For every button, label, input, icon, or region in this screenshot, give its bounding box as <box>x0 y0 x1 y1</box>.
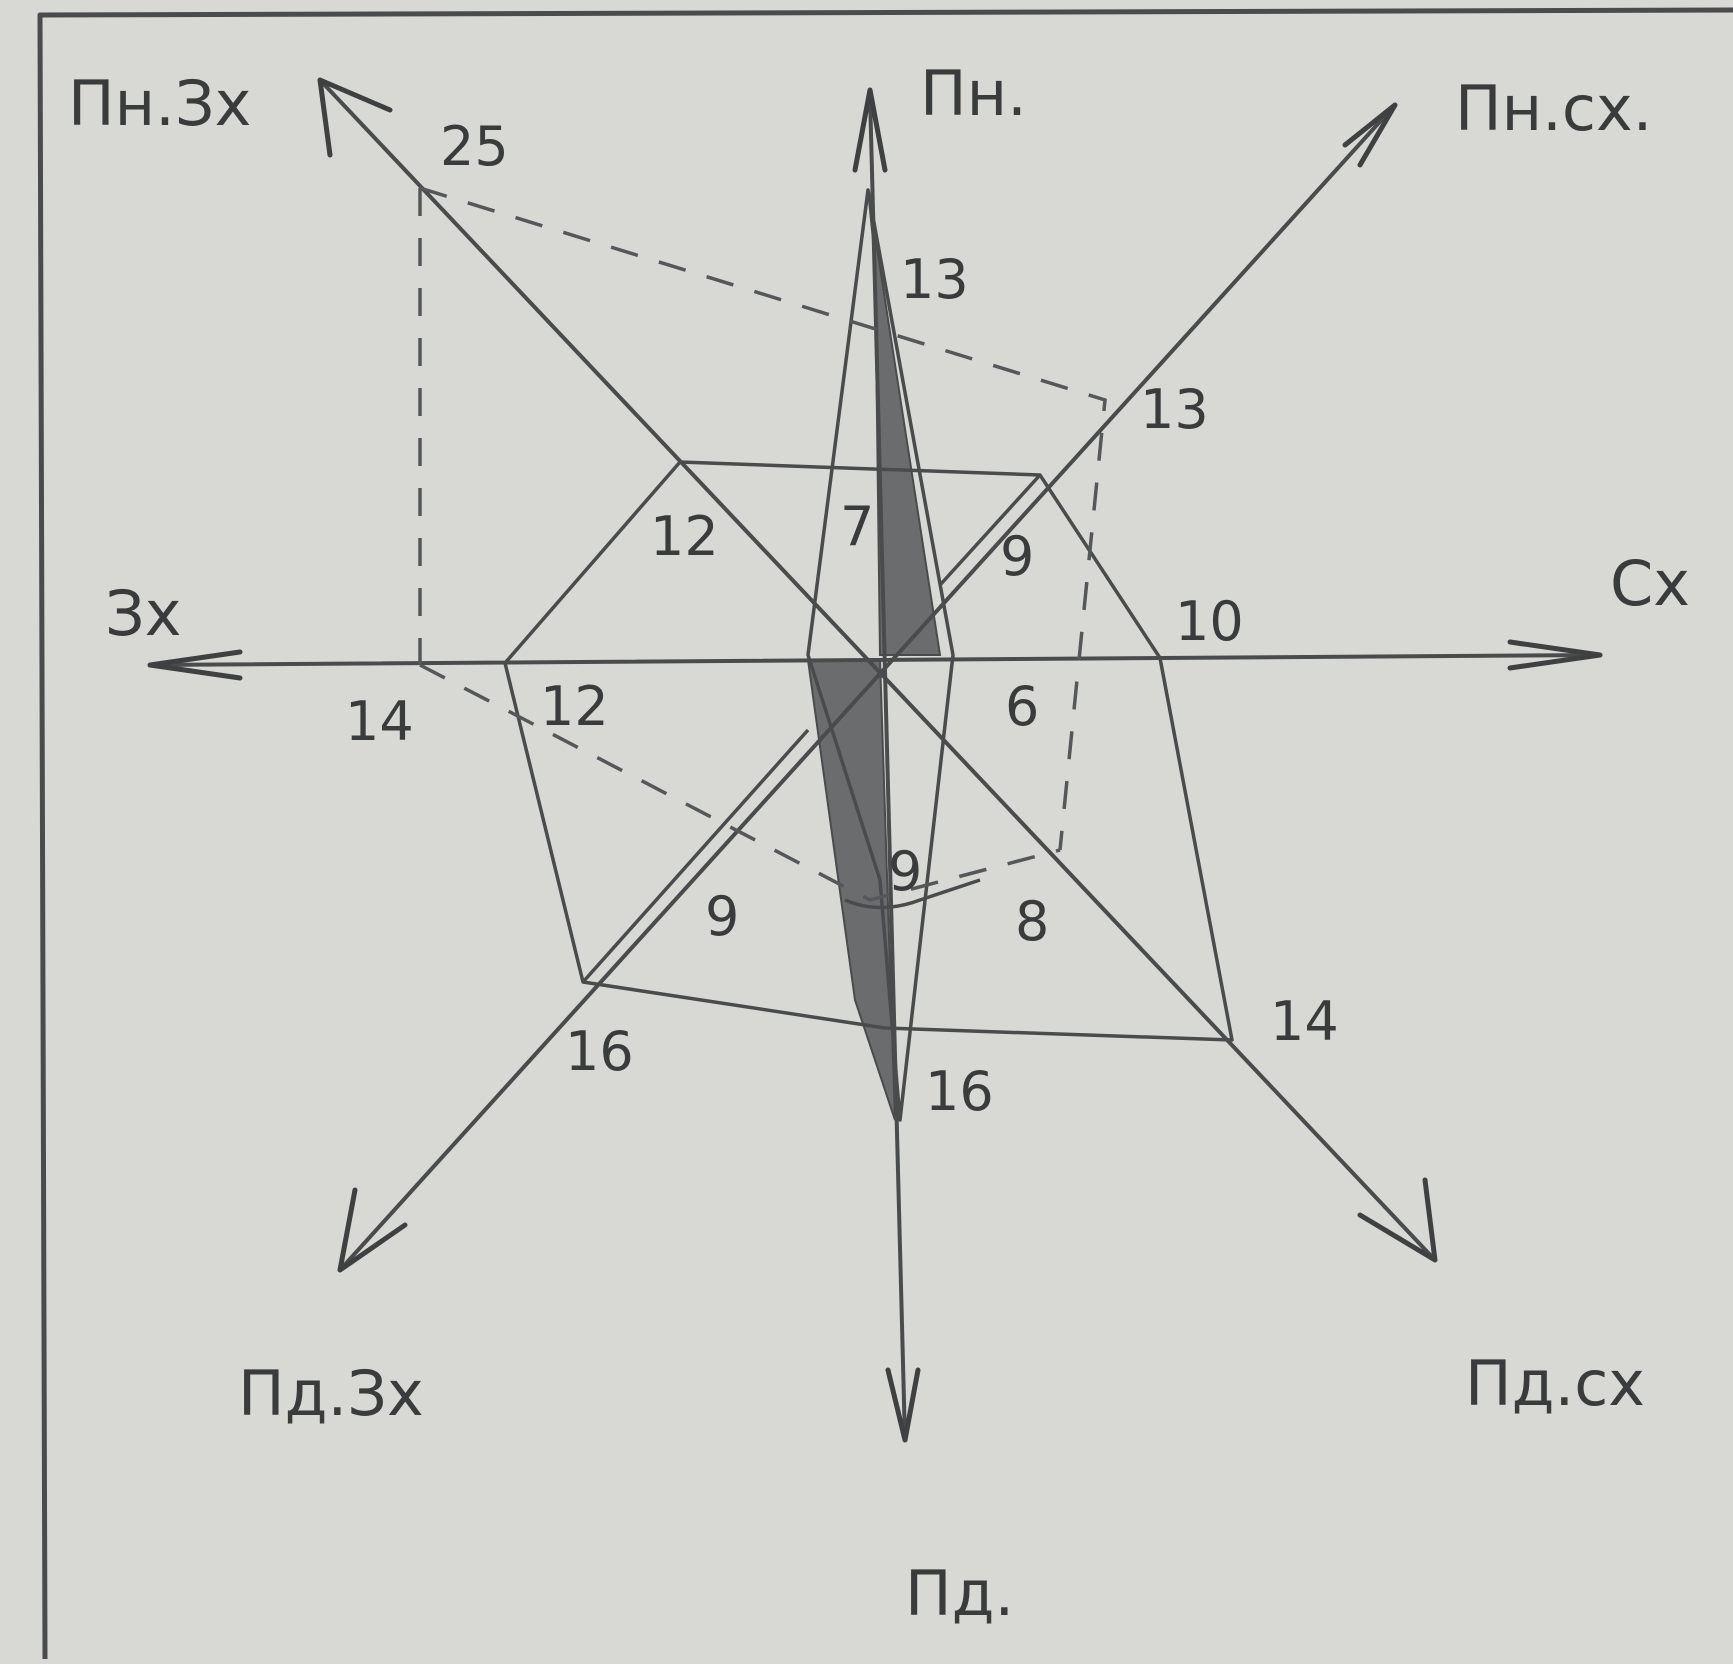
value-n-dashed: 13 <box>900 248 969 311</box>
arrow-southeast <box>1357 1177 1438 1263</box>
label-south: Пд. <box>905 1557 1014 1630</box>
value-n-solid: 7 <box>840 495 874 558</box>
label-southeast: Пд.сх <box>1465 1347 1645 1420</box>
axis-sw-ne <box>338 103 1397 1272</box>
axis-west-east <box>148 653 1602 667</box>
value-nw-dashed: 25 <box>440 115 509 178</box>
arrow-northeast <box>1342 102 1398 168</box>
value-sw-solid: 16 <box>565 1020 634 1083</box>
value-w-dashed: 14 <box>345 690 414 753</box>
arrow-north <box>852 87 888 173</box>
arrow-southwest <box>337 1187 408 1273</box>
label-southwest: Пд.Зх <box>238 1357 424 1430</box>
arrow-northwest <box>317 77 393 158</box>
label-west: Зх <box>105 577 181 650</box>
value-se-small: 8 <box>1015 890 1049 953</box>
axis-nw-se <box>318 78 1437 1262</box>
arrow-south <box>885 1367 921 1443</box>
arrow-east <box>1507 639 1603 671</box>
label-northwest: Пн.Зх <box>68 67 251 140</box>
value-e-small: 6 <box>1005 675 1039 738</box>
rose-dashed-bottom <box>419 663 1061 902</box>
value-ne-dashed: 13 <box>1140 378 1209 441</box>
rose-inner-s-arc <box>844 878 981 910</box>
rose-dashed-top <box>419 186 1107 851</box>
value-s-solid: 16 <box>925 1060 994 1123</box>
value-ne-solid: 9 <box>1000 525 1034 588</box>
value-s-small: 9 <box>888 840 922 903</box>
value-e-solid: 10 <box>1175 590 1244 653</box>
label-northeast: Пн.сх. <box>1455 72 1652 145</box>
value-sw-small: 9 <box>705 885 739 948</box>
frame-border <box>37 7 1733 1660</box>
rose-inner-sw-spoke <box>581 728 810 984</box>
axis-north-south <box>868 93 907 1442</box>
value-nw-solid: 12 <box>650 505 719 568</box>
label-east: Сх <box>1610 547 1690 620</box>
rose-inner-polygon <box>806 188 955 1122</box>
value-w-solid: 12 <box>540 675 609 738</box>
rose-inner-ne-spoke <box>938 473 1042 587</box>
value-se-solid: 14 <box>1270 990 1339 1053</box>
arrow-west <box>147 649 243 681</box>
label-north: Пн. <box>920 57 1027 130</box>
